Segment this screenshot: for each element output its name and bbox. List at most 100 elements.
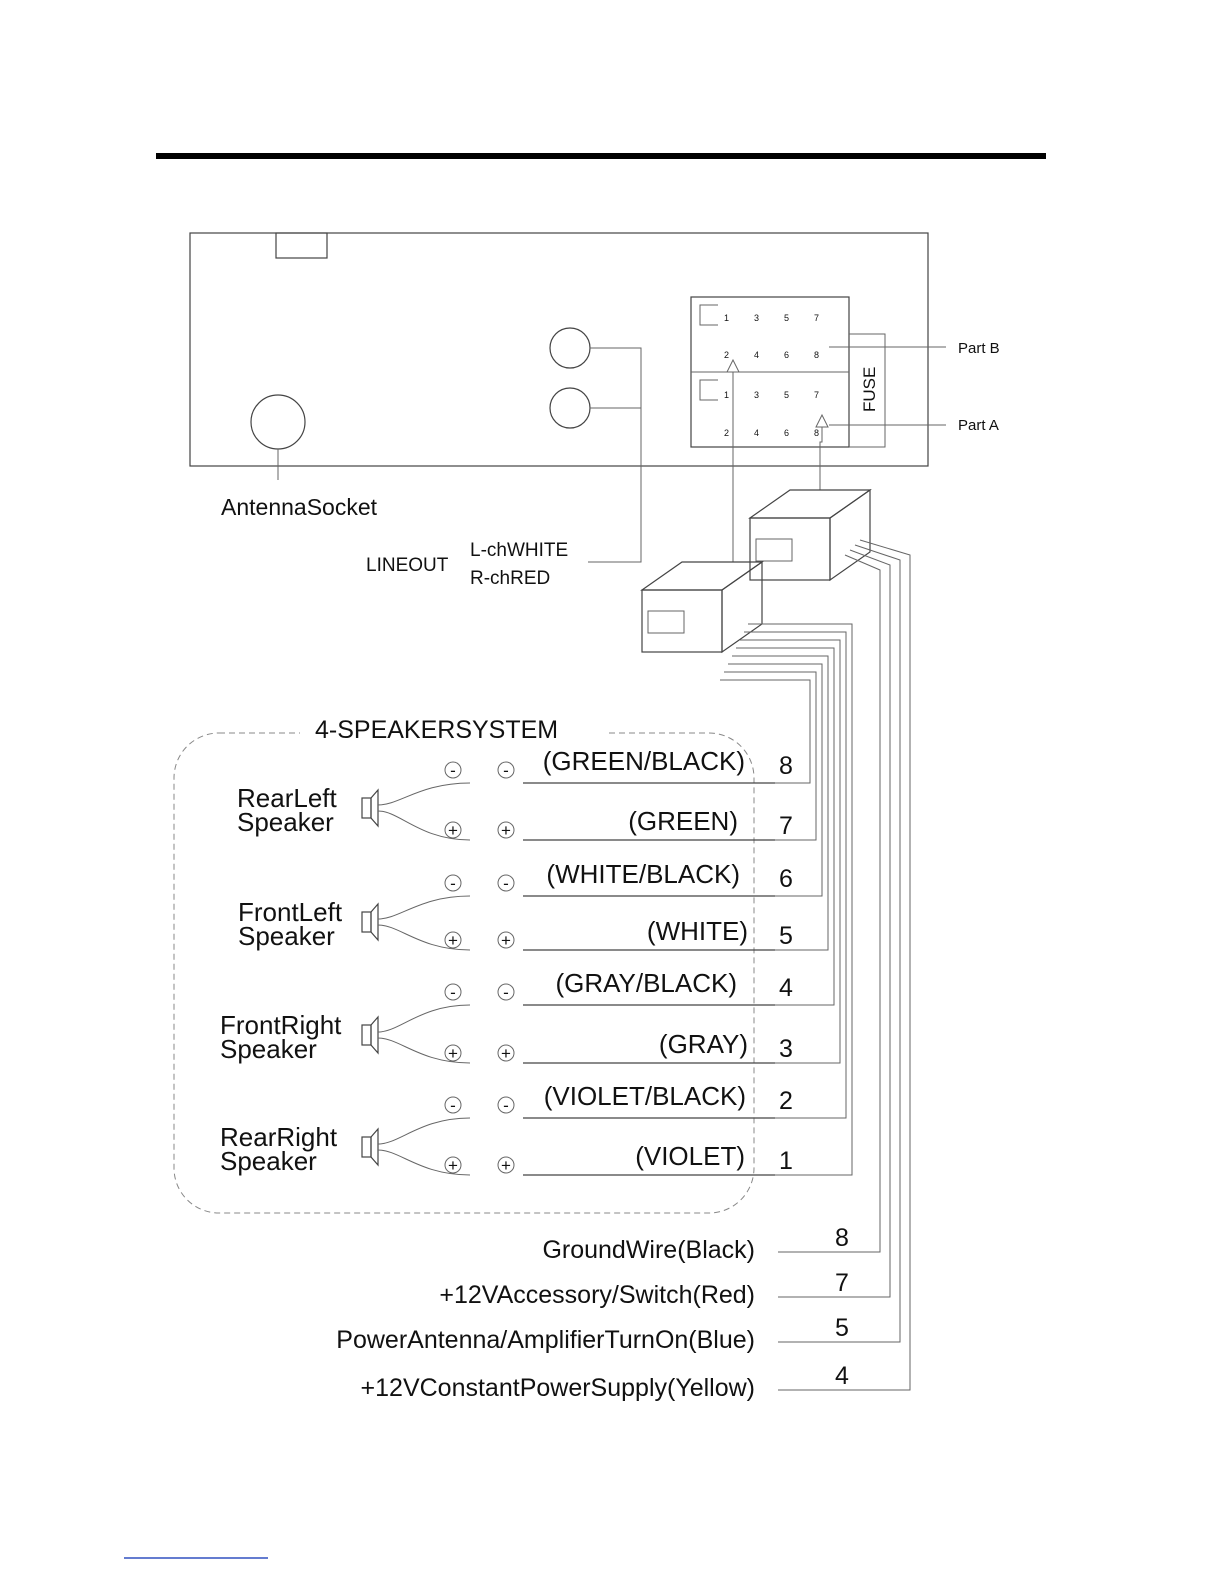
pin-label: 6 [784,350,789,360]
power-wire-label: GroundWire(Black) [542,1236,755,1264]
pin-label: 2 [724,350,729,360]
speaker-layer: RearLeftSpeakerFrontLeftSpeakerFrontRigh… [220,761,515,1176]
harness-wire [720,679,811,784]
line-out-label: LINEOUT [366,555,449,576]
r-ch-label: R-chRED [470,568,550,589]
polarity-symbol: - [450,761,456,780]
plus-icon [497,821,515,839]
l-ch-label: L-chWHITE [470,540,568,561]
power-pin-number: 8 [835,1224,849,1252]
minus-icon [497,761,515,779]
wire-color-label: (VIOLET) [635,1141,745,1171]
speaker-name: RearLeft [237,783,337,813]
polarity-symbol: - [503,1096,509,1115]
speaker-name: RearRight [220,1122,338,1152]
line-out-jack-right [549,387,591,429]
speaker-lead [377,1149,471,1176]
power-harness-wire [778,539,911,1391]
speaker-lead [377,782,471,806]
plug-part-a [748,488,872,582]
harness-wire [732,655,829,951]
polarity-symbol: - [450,874,456,893]
speaker-lead [377,924,471,951]
speaker-lead [377,895,471,920]
speaker-lead [377,1004,471,1033]
pin-label: 3 [754,390,759,400]
power-harness-wire [778,554,881,1253]
pin-label: 1 [724,313,729,323]
power-pin-number: 4 [835,1362,849,1390]
power-harness-wire [778,544,901,1343]
power-harness-wire [778,549,891,1298]
polarity-symbol: - [503,983,509,1002]
wire-color-label: (WHITE/BLACK) [546,859,740,889]
speaker-icon [361,797,372,819]
wire-color-label: (GRAY) [659,1029,748,1059]
power-wire-label: +12VConstantPowerSupply(Yellow) [361,1374,755,1402]
pin-label: 4 [754,428,759,438]
antenna-socket-label: AntennaSocket [221,494,378,520]
pin-number-label: 7 [779,812,793,840]
iso-connector-block [690,296,946,562]
pin-number-label: 8 [779,752,793,780]
polarity-symbol: - [503,761,509,780]
polarity-symbol: - [450,983,456,1002]
speaker-icon [361,1024,372,1046]
speaker-lead [377,810,471,841]
polarity-symbol: + [448,931,458,950]
polarity-symbol: + [501,1156,511,1175]
pin-number-label: 2 [779,1087,793,1115]
minus-icon [444,1096,462,1114]
minus-icon [497,983,515,1001]
harness-wire [736,647,835,1006]
pin-number-label: 6 [779,865,793,893]
part-a-label: Part A [958,417,999,434]
plus-icon [444,1044,462,1062]
minus-icon [497,1096,515,1114]
plug-part-b [640,560,764,654]
pin-number-label: 1 [779,1147,793,1175]
minus-icon [444,874,462,892]
speaker-icon [361,1136,372,1158]
polarity-symbol: + [501,1044,511,1063]
speaker-lead [377,1037,471,1064]
line-out-jack-left [549,327,591,369]
pin-label: 8 [814,428,819,438]
pin-label: 7 [814,390,819,400]
plus-icon [444,821,462,839]
power-pin-number: 7 [835,1269,849,1297]
speaker-cone-icon [370,1015,379,1055]
speaker-cone-icon [370,788,379,828]
speaker-name-suffix: Speaker [237,807,334,837]
power-pin-number: 5 [835,1314,849,1342]
pin-label: 5 [784,390,789,400]
harness-wire [744,631,847,1119]
plus-icon [497,931,515,949]
harness-wire [748,623,853,1176]
power-wire-label: +12VAccessory/Switch(Red) [439,1281,755,1309]
harness-wire [724,671,817,841]
speaker-cone-icon [370,1127,379,1167]
pin-number-label: 3 [779,1035,793,1063]
polarity-symbol: + [448,1044,458,1063]
wire-color-label: (GREEN/BLACK) [543,746,745,776]
polarity-symbol: + [501,821,511,840]
speaker-name-suffix: Speaker [220,1034,317,1064]
speaker-system-title: 4-SPEAKERSYSTEM [315,716,558,744]
plus-icon [497,1156,515,1174]
speaker-cone-icon [370,902,379,942]
speaker-name-suffix: Speaker [220,1146,317,1176]
pin-label: 1 [724,390,729,400]
speaker-icon [361,911,372,933]
polarity-symbol: + [448,1156,458,1175]
part-b-label: Part B [958,340,1000,357]
speaker-name: FrontRight [220,1010,342,1040]
pin-label: 8 [814,350,819,360]
pin-label: 6 [784,428,789,438]
polarity-symbol: + [448,821,458,840]
speaker-lead [377,1117,471,1145]
minus-icon [444,761,462,779]
